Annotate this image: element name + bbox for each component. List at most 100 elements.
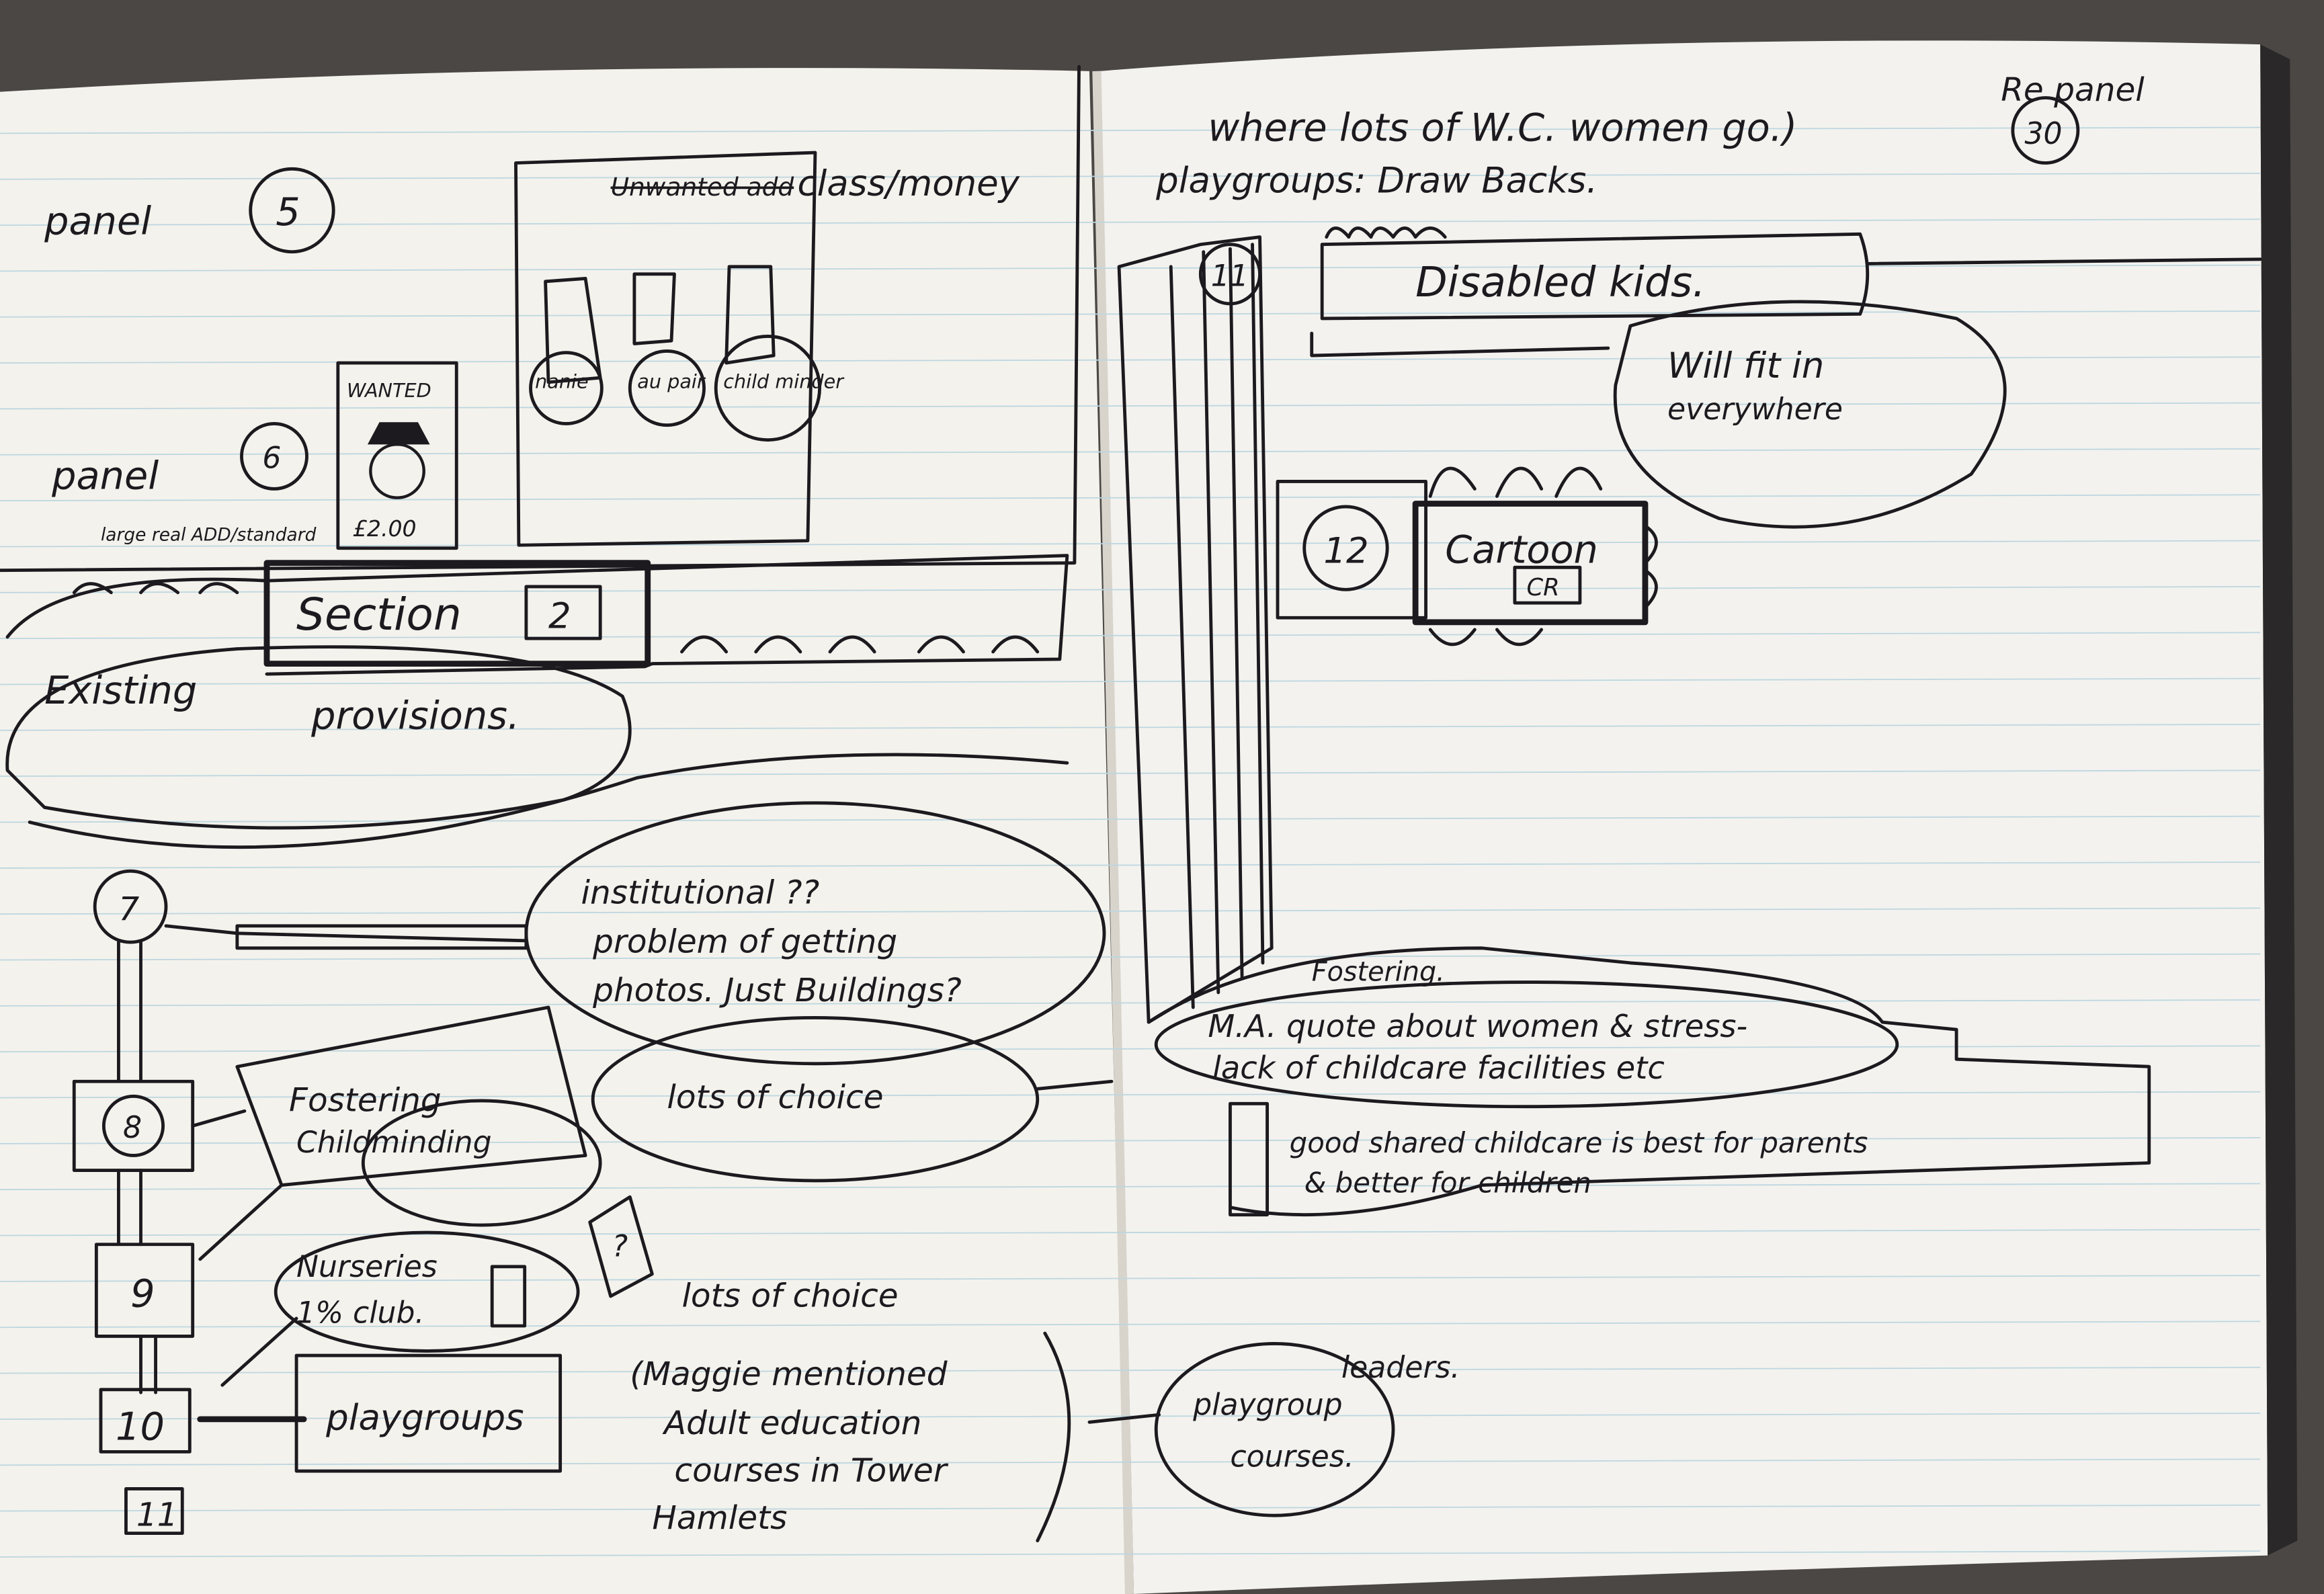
- wanted-title: WANTED: [347, 379, 431, 402]
- section-number: 2: [548, 596, 571, 637]
- shared-childcare-text: & better for children: [1304, 1167, 1591, 1200]
- node-number: 10: [116, 1404, 165, 1450]
- pillar-number: 11: [1211, 259, 1249, 293]
- nurseries-text: Nurseries: [296, 1250, 438, 1284]
- fit-bubble: Will fit in everywhere: [1613, 300, 2007, 529]
- node-7-text: photos. Just Buildings?: [592, 972, 962, 1009]
- panel-6: panel 6 large real ADD/standard: [51, 422, 317, 546]
- header-line-2: playgroups: Draw Backs.: [1155, 161, 1597, 202]
- ruled-line: [0, 1091, 2261, 1099]
- fit-text: Will fit in: [1667, 345, 1824, 386]
- courses-text: courses.: [1230, 1439, 1354, 1474]
- node-number: 8: [123, 1111, 142, 1145]
- ruled-line: [0, 264, 2261, 272]
- node-number: 11: [136, 1497, 178, 1534]
- ruled-line: [0, 862, 2261, 869]
- question-mark: ?: [612, 1229, 628, 1263]
- ruled-line: [0, 218, 2261, 226]
- ruled-line: [0, 1045, 2261, 1053]
- ruled-line: [0, 402, 2261, 410]
- disabled-kids-text: Disabled kids.: [1415, 258, 1706, 306]
- node-8: 8 Fostering Childminding lots of choice: [72, 1005, 1114, 1261]
- spine: [1092, 71, 1134, 1594]
- figure-label-child-minder: child minder: [723, 370, 845, 393]
- node-11: 11: [124, 1487, 184, 1536]
- panel-number: 6: [262, 442, 281, 476]
- ruled-line: [0, 1550, 2261, 1558]
- node-7-text: problem of getting: [592, 923, 897, 960]
- ruled-line: [0, 1366, 2261, 1374]
- playgroup-text: playgroup: [1192, 1388, 1342, 1422]
- maggie-note: (Maggie mentioned Adult education course…: [630, 1331, 1071, 1543]
- ruled-line: [0, 815, 2261, 823]
- panel-label: panel: [44, 198, 151, 243]
- provisions-text: provisions.: [310, 694, 520, 739]
- fostering-text: Fostering: [289, 1081, 442, 1119]
- node-7-text: institutional ??: [581, 874, 820, 912]
- ruled-line: [0, 1320, 2261, 1329]
- figure-label-nanie: nanie: [535, 370, 589, 393]
- note-line: Hamlets: [652, 1499, 787, 1537]
- ruled-line: [0, 1458, 2261, 1466]
- node-number: 12: [1323, 531, 1368, 572]
- childminding-text: Childminding: [296, 1126, 492, 1160]
- ruled-line: [0, 1137, 2261, 1144]
- ruled-line: [0, 1504, 2261, 1512]
- ad-panel: Unwanted add class/money nanie au pair c…: [514, 151, 1020, 547]
- shared-childcare-text: good shared childcare is best for parent…: [1290, 1126, 1868, 1159]
- one-percent-club-text: 1% club.: [296, 1296, 424, 1331]
- section-2: Section 2: [5, 554, 1069, 676]
- node-7: 7 institutional ?? problem of getting ph…: [93, 801, 1106, 1083]
- note-line: (Maggie mentioned: [630, 1355, 947, 1393]
- existing-text: Existing: [44, 668, 197, 713]
- fostering-block: Fostering. M.A. quote about women & stre…: [1147, 946, 2151, 1217]
- fit-text: everywhere: [1667, 392, 1843, 427]
- cr-tag: CR: [1527, 574, 1560, 601]
- lots-of-choice-text: lots of choice: [667, 1079, 883, 1116]
- section-label: Section: [296, 589, 462, 640]
- panel-number-circle: [249, 167, 335, 254]
- pillar: 11: [1117, 235, 1274, 1024]
- page-edges: [2260, 44, 2298, 1556]
- ruled-line: [0, 907, 2261, 915]
- panel-6-note: large real ADD/standard: [101, 525, 317, 546]
- cartoon-text: Cartoon: [1445, 528, 1598, 573]
- re-panel-number: 30: [2025, 117, 2063, 151]
- ruled-line: [0, 494, 2261, 501]
- figure-label-au-pair: au pair: [637, 370, 706, 393]
- panel-number: 5: [276, 190, 300, 235]
- fostering-text: Fostering.: [1312, 956, 1445, 987]
- playgroup-leaders: playgroup courses. leaders.: [1087, 1342, 1460, 1517]
- note-line: Adult education: [662, 1404, 921, 1442]
- node-number: 7: [118, 890, 139, 928]
- node-12: 12 Cartoon CR: [1276, 466, 1658, 646]
- node-10: 10 playgroups: [99, 1353, 563, 1473]
- ruled-line: [0, 632, 2261, 640]
- node-number: 9: [130, 1271, 155, 1316]
- ruled-line: [0, 999, 2261, 1007]
- disabled-kids: Disabled kids.: [1310, 226, 2262, 358]
- node-9: 9 Nurseries 1% club. ? lots of choice: [94, 1195, 899, 1394]
- ruled-line: [0, 173, 2261, 180]
- class-money-note: class/money: [797, 163, 1020, 204]
- wanted-price: £2.00: [353, 515, 417, 542]
- lots-of-choice-note: lots of choice: [681, 1277, 898, 1314]
- re-panel-label: Re panel: [2001, 71, 2145, 109]
- playgroups-text: playgroups: [325, 1397, 524, 1438]
- wanted-poster: WANTED £2.00: [336, 361, 458, 550]
- ruled-line: [0, 1183, 2261, 1191]
- ruled-line: [0, 724, 2261, 731]
- ruled-line: [0, 126, 2261, 134]
- note-line: courses in Tower: [674, 1452, 948, 1489]
- ruled-line: [0, 677, 2261, 685]
- quote-text: M.A. quote about women & stress-: [1208, 1008, 1747, 1044]
- panel-5-frame: [0, 65, 1081, 573]
- left-page: [0, 68, 1127, 1594]
- panel-5: panel 5: [44, 167, 335, 254]
- panel-label: panel: [51, 453, 159, 498]
- ruled-line: [0, 310, 2261, 318]
- quote-text: lack of childcare facilities etc: [1212, 1050, 1665, 1086]
- leaders-text: leaders.: [1341, 1351, 1460, 1385]
- ruled-line: [0, 953, 2261, 961]
